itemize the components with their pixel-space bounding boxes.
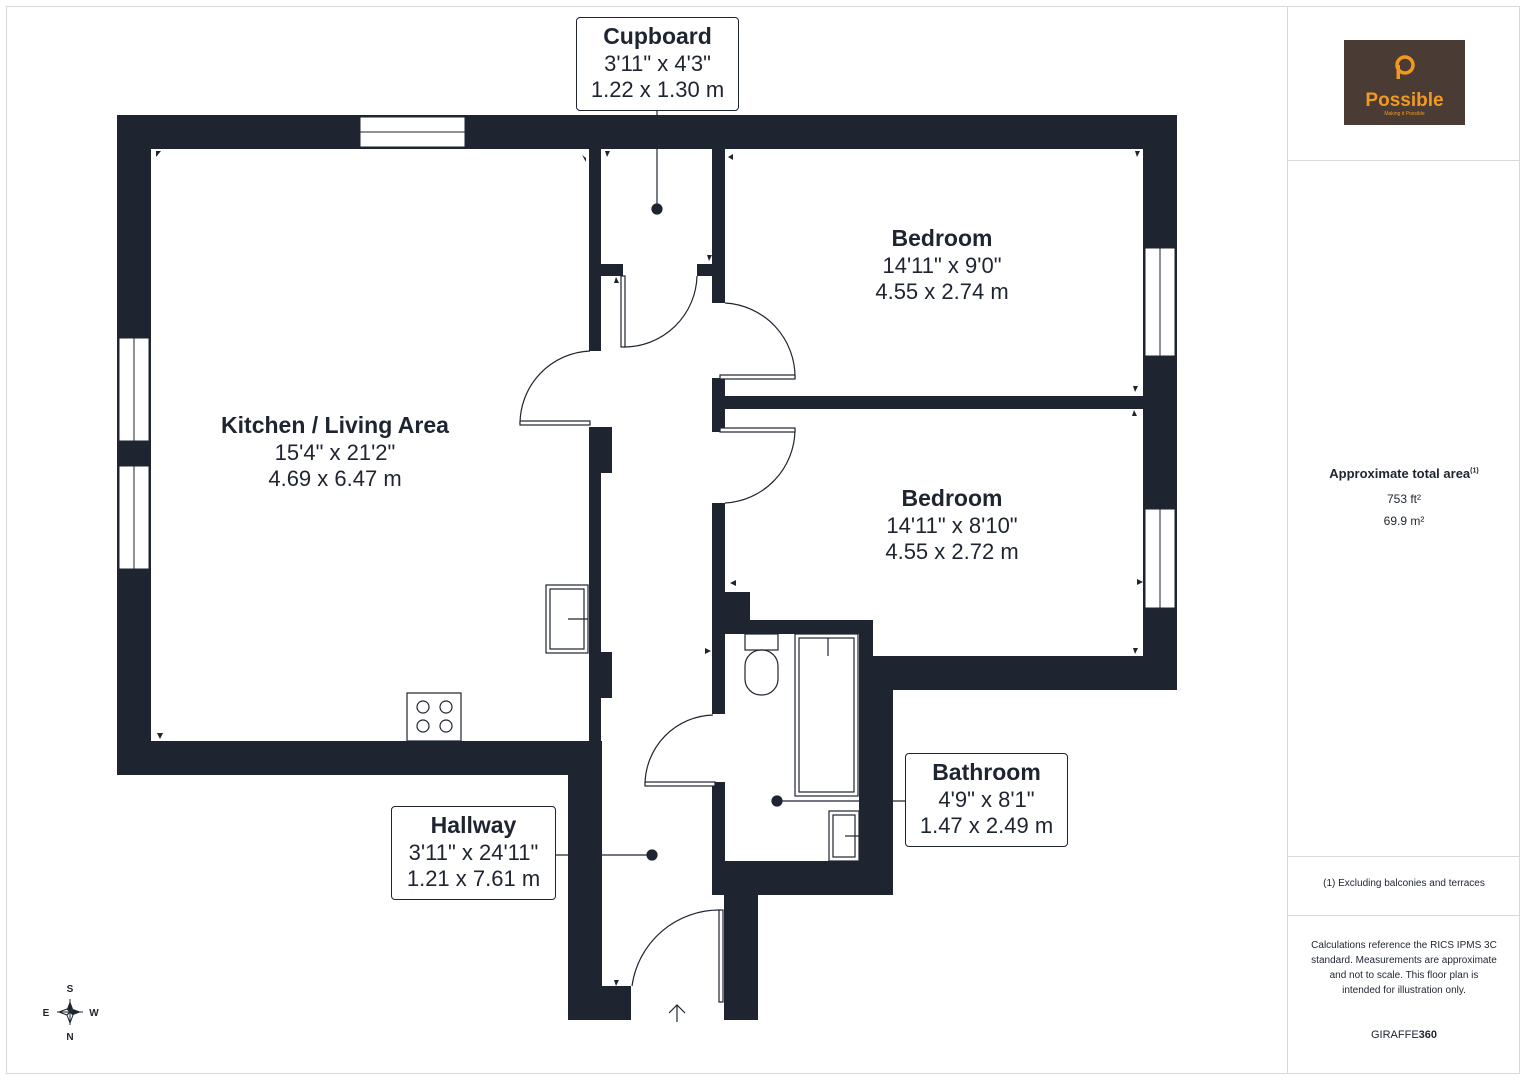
windows [118,116,1176,609]
room-imperial: 3'11" x 24'11" [408,840,539,865]
compass: S E W N [43,984,100,1043]
floor-plan: S E W N [43,110,1177,1043]
dimension-markers [156,151,1143,986]
fixtures [406,584,860,862]
room-metric: 4.69 x 6.47 m [268,466,402,491]
room-label-bedroom-2: Bedroom 14'11" x 8'10" 4.55 x 2.72 m [822,484,1082,565]
area-title: Approximate total area(1) [1288,466,1520,481]
sidebar-divider [1287,6,1288,1074]
room-name: Bathroom [932,759,1041,785]
room-name: Hallway [430,812,517,838]
footnote: (1) Excluding balconies and terraces [1323,878,1485,889]
room-imperial: 15'4" x 21'2" [274,440,396,465]
walls [117,115,1177,1020]
sidebar-rule-footnote [1288,856,1520,857]
area-footnote-mark: (1) [1470,467,1479,475]
room-name: Cupboard [603,23,712,49]
logo-tagline: Making it Possible [1384,111,1425,117]
doors [519,275,796,1003]
room-metric: 4.55 x 2.72 m [885,539,1019,564]
brand-bold: 360 [1418,1029,1438,1041]
brand-light: GIRAFFE [1370,1029,1419,1041]
callout-bathroom: Bathroom 4'9" x 8'1" 1.47 x 2.49 m [905,753,1068,847]
area-title-text: Approximate total area [1329,466,1471,481]
disclaimer: Calculations reference the RICS IPMS 3C … [1311,940,1497,996]
callout-leaders [556,110,905,861]
room-metric: 4.55 x 2.74 m [875,279,1009,304]
room-name: Bedroom [901,485,1003,511]
hob [406,692,462,742]
room-metric: 1.21 x 7.61 m [406,866,541,891]
area-sqm: 69.9 m² [1383,514,1425,528]
room-metric: 1.47 x 2.49 m [919,813,1054,838]
toilet-cistern [744,633,779,651]
compass-w: W [89,1008,99,1019]
room-label-kitchen: Kitchen / Living Area 15'4" x 21'2" 4.69… [165,411,505,492]
room-imperial: 3'11" x 4'3" [604,51,711,76]
compass-e: E [43,1008,50,1019]
callout-hallway: Hallway 3'11" x 24'11" 1.21 x 7.61 m [391,806,556,900]
entrance-arrow [668,1004,686,1022]
callout-cupboard: Cupboard 3'11" x 4'3" 1.22 x 1.30 m [576,17,739,111]
sidebar-rule-disclaimer [1288,915,1520,916]
giraffe360-brand: GIRAFFE360 [1288,1029,1520,1041]
logo-mark-icon [1394,55,1415,79]
sidebar-rule-top [1288,160,1520,161]
room-name: Bedroom [891,225,993,251]
toilet [744,649,779,696]
room-metric: 1.22 x 1.30 m [590,77,725,102]
compass-n: N [66,1032,73,1043]
compass-s: S [67,984,74,995]
room-imperial: 4'9" x 8'1" [938,787,1035,812]
room-imperial: 14'11" x 9'0" [882,253,1002,278]
possible-logo: Possible Making it Possible [1344,40,1465,125]
room-name: Kitchen / Living Area [221,412,449,438]
room-label-bedroom-1: Bedroom 14'11" x 9'0" 4.55 x 2.74 m [812,224,1072,305]
drawing-sheet [6,6,1520,1074]
area-sqft: 753 ft² [1386,492,1422,506]
bath [794,633,859,797]
room-imperial: 14'11" x 8'10" [886,513,1018,538]
logo-wordmark: Possible [1365,90,1444,111]
